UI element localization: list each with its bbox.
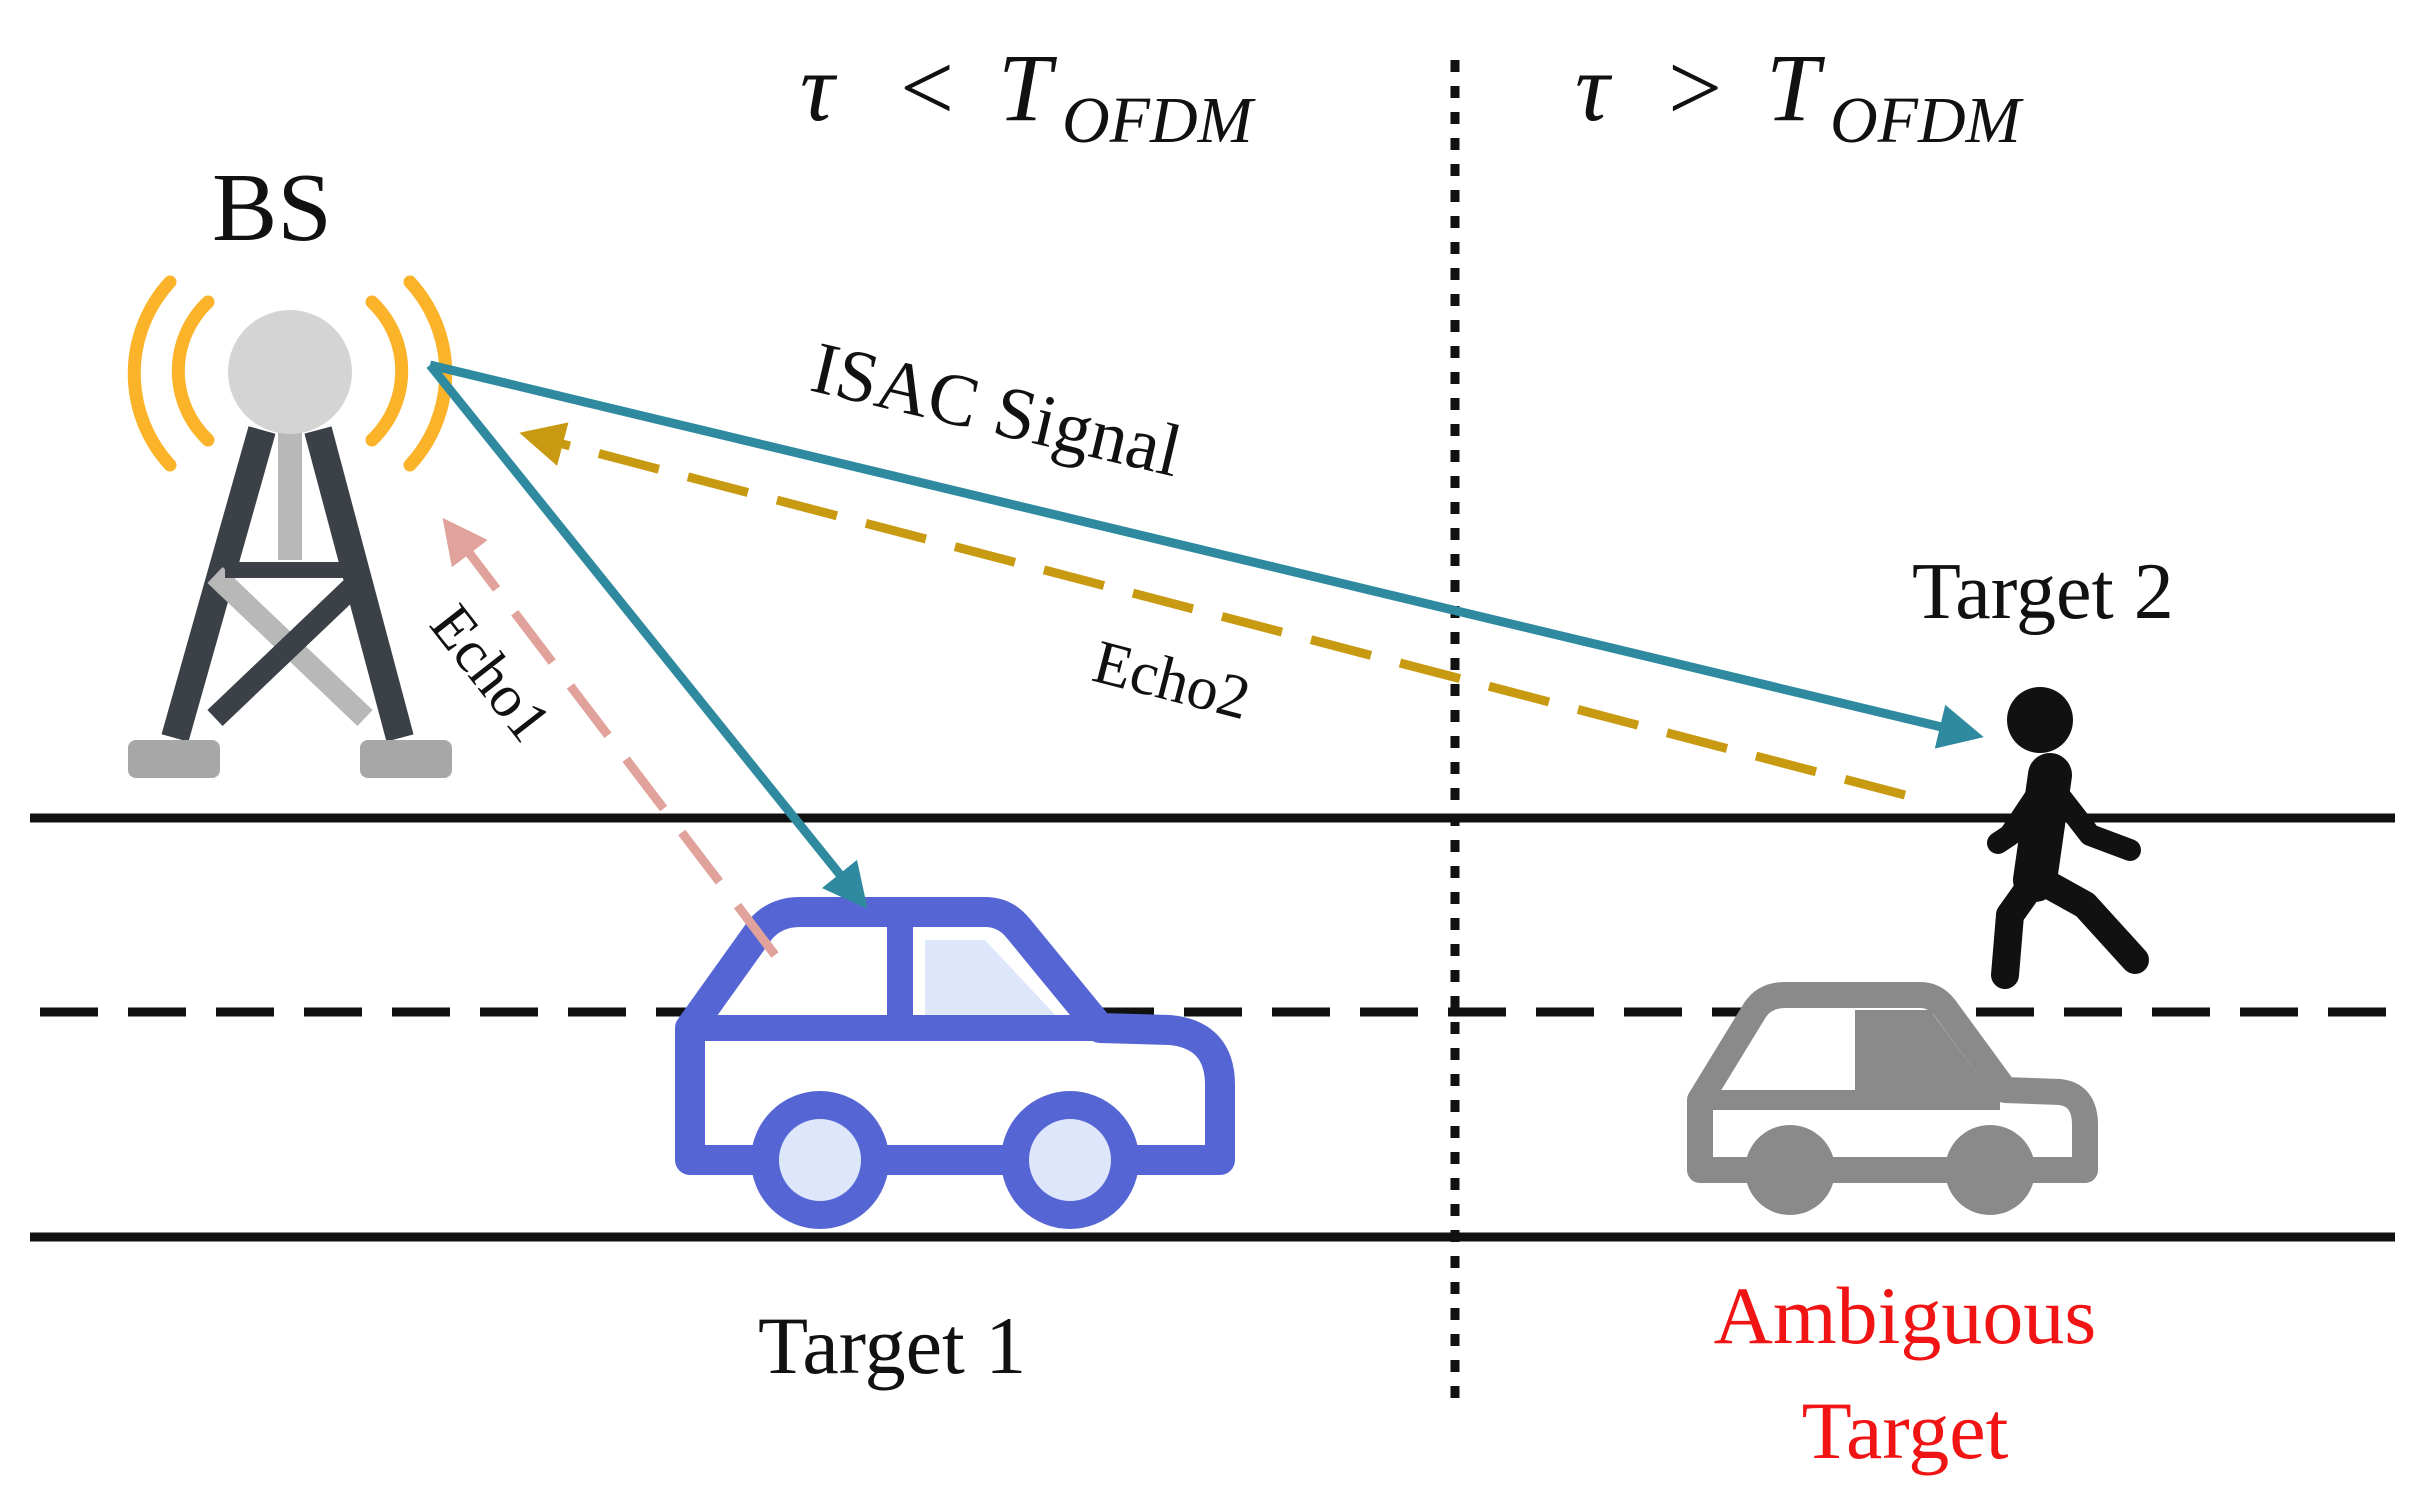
header-right: τ > T OFDM (1575, 34, 2025, 157)
t-symbol-right: T (1766, 34, 1826, 141)
less-than-symbol: < (900, 34, 954, 141)
header-left: τ < T OFDM (800, 34, 1257, 157)
echo1-label: Echo1 (418, 592, 564, 753)
isac-signal-arrow-to-target2 (428, 360, 1984, 749)
greater-than-symbol: > (1668, 34, 1722, 141)
ofdm-subscript-left: OFDM (1062, 84, 1257, 157)
echo2-label: Echo2 (1086, 628, 1256, 733)
ghost-car-icon (1687, 982, 2098, 1215)
t-symbol-left: T (998, 34, 1058, 141)
base-station-tower-icon (127, 275, 453, 778)
tau-symbol-right: τ (1575, 34, 1613, 141)
walking-person-icon (1987, 687, 2149, 989)
target1-label: Target 1 (758, 1300, 1026, 1391)
tau-symbol-left: τ (800, 34, 838, 141)
target2-label: Target 2 (1912, 548, 2174, 636)
bs-label: BS (212, 154, 332, 262)
ofdm-subscript-right: OFDM (1830, 84, 2025, 157)
echo2-arrow (519, 422, 1907, 800)
ambiguous-target-label-line1: Ambiguous (1714, 1270, 2097, 1361)
isac-signal-arrow-to-target1 (426, 362, 868, 910)
ambiguous-target-label-line2: Target (1802, 1385, 2009, 1476)
car-icon (675, 897, 1235, 1229)
